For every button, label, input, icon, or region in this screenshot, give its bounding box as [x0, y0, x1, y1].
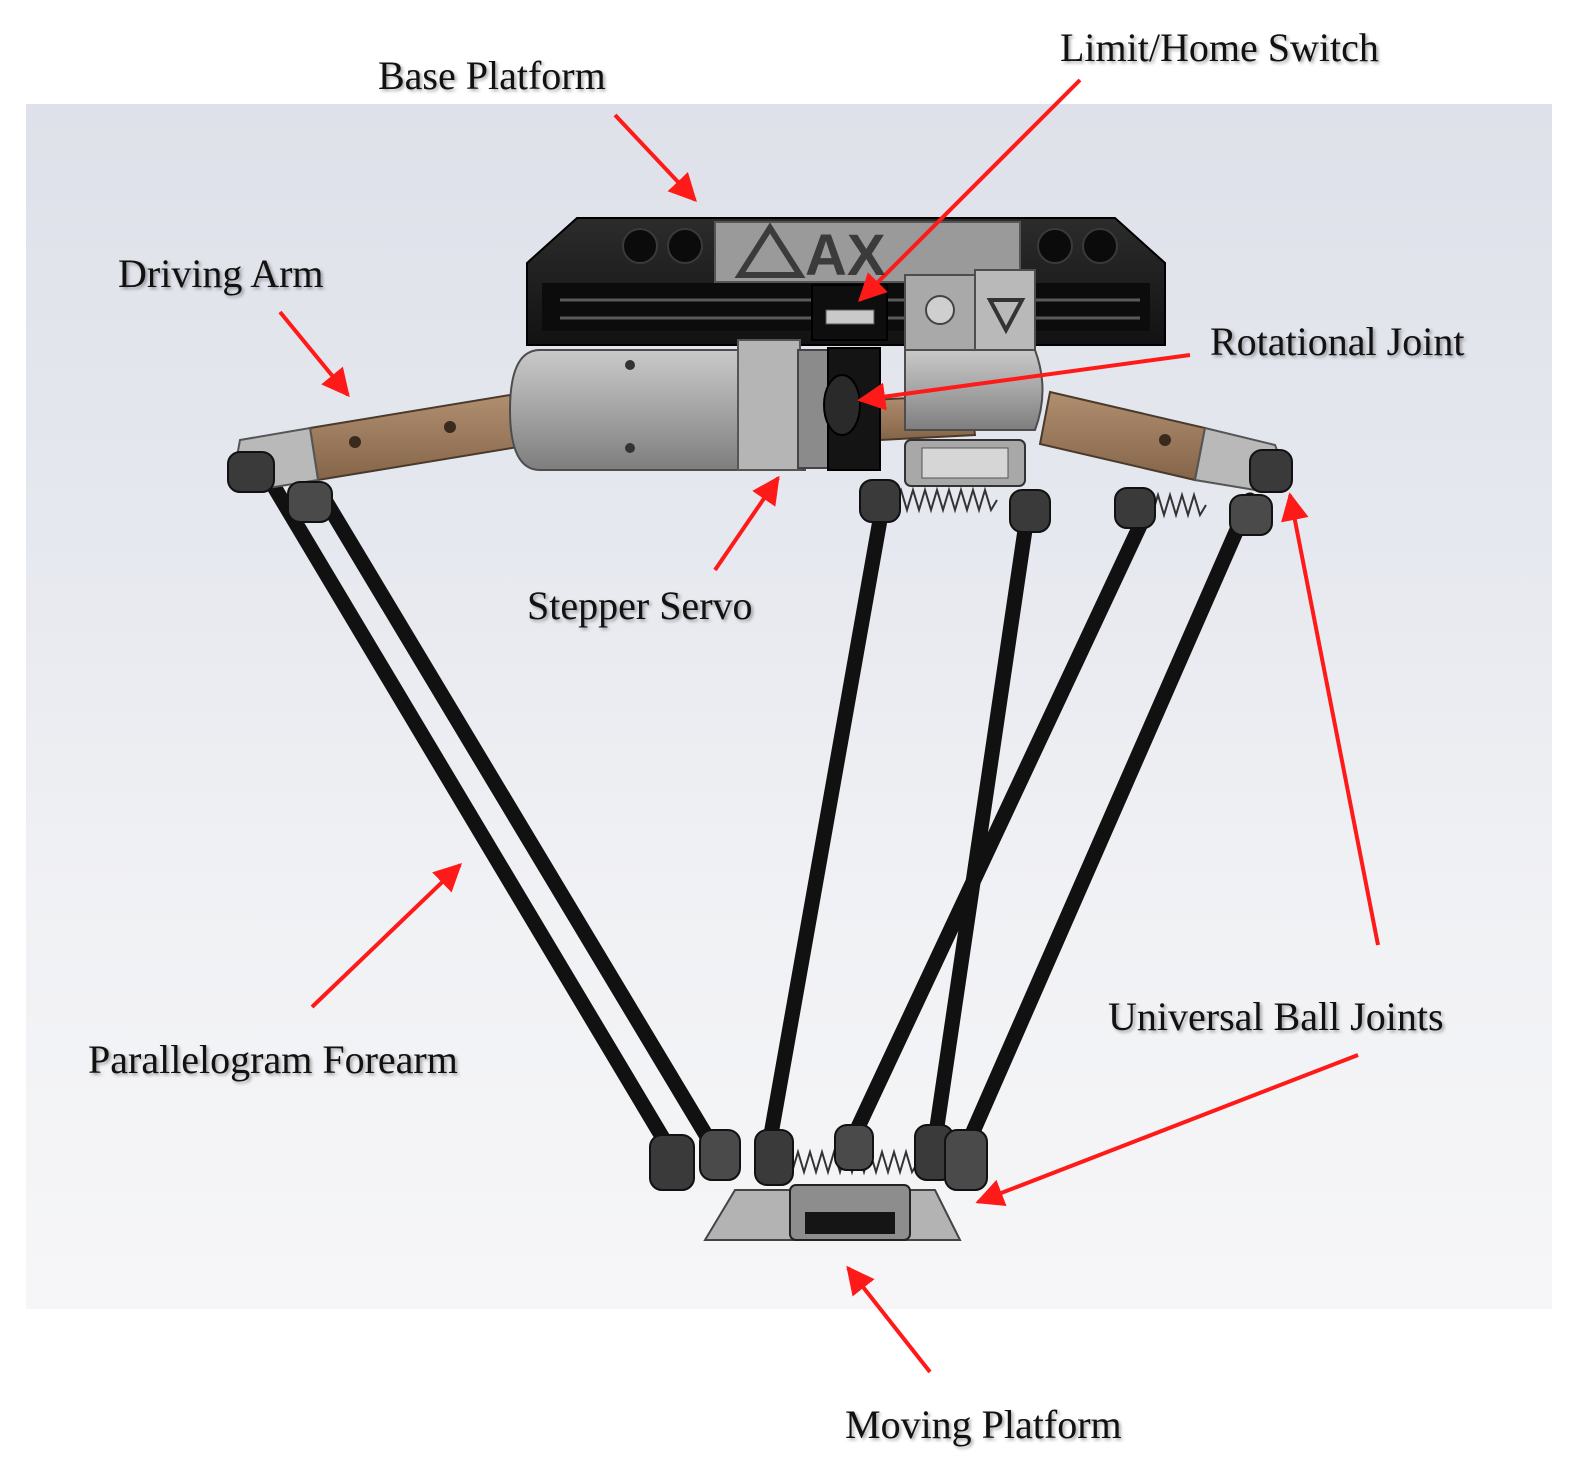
parallelogram-forearm-rods [262, 472, 1258, 1158]
arrow-driving-arm [278, 310, 350, 398]
arrow-limit-home-switch [858, 78, 1082, 302]
label-driving-arm: Driving Arm [118, 251, 324, 296]
label-parallelogram-forearm: Parallelogram Forearm [88, 1037, 458, 1082]
arrow-base-platform [613, 113, 697, 203]
arrow-universal-ball-joints-lower [975, 1053, 1359, 1206]
label-rotational-joint: Rotational Joint [1210, 319, 1465, 364]
arrow-stepper-servo [713, 475, 780, 572]
arrow-moving-platform [846, 1265, 932, 1374]
label-limit-home-switch: Limit/Home Switch [1060, 25, 1379, 70]
ball-joints-top [227, 449, 1293, 536]
label-stepper-servo: Stepper Servo [527, 583, 753, 628]
label-moving-platform: Moving Platform [845, 1402, 1122, 1447]
annotation-arrows [278, 78, 1380, 1374]
arrow-rotational-joint [857, 353, 1191, 411]
label-base-platform: Base Platform [378, 53, 606, 98]
label-universal-ball-joints: Universal Ball Joints [1108, 994, 1444, 1039]
moving-platform [649, 1124, 988, 1241]
base-logo-text: AX [805, 223, 886, 288]
arrow-parallelogram-forearm [310, 863, 463, 1009]
arrow-universal-ball-joints-upper [1281, 492, 1380, 946]
